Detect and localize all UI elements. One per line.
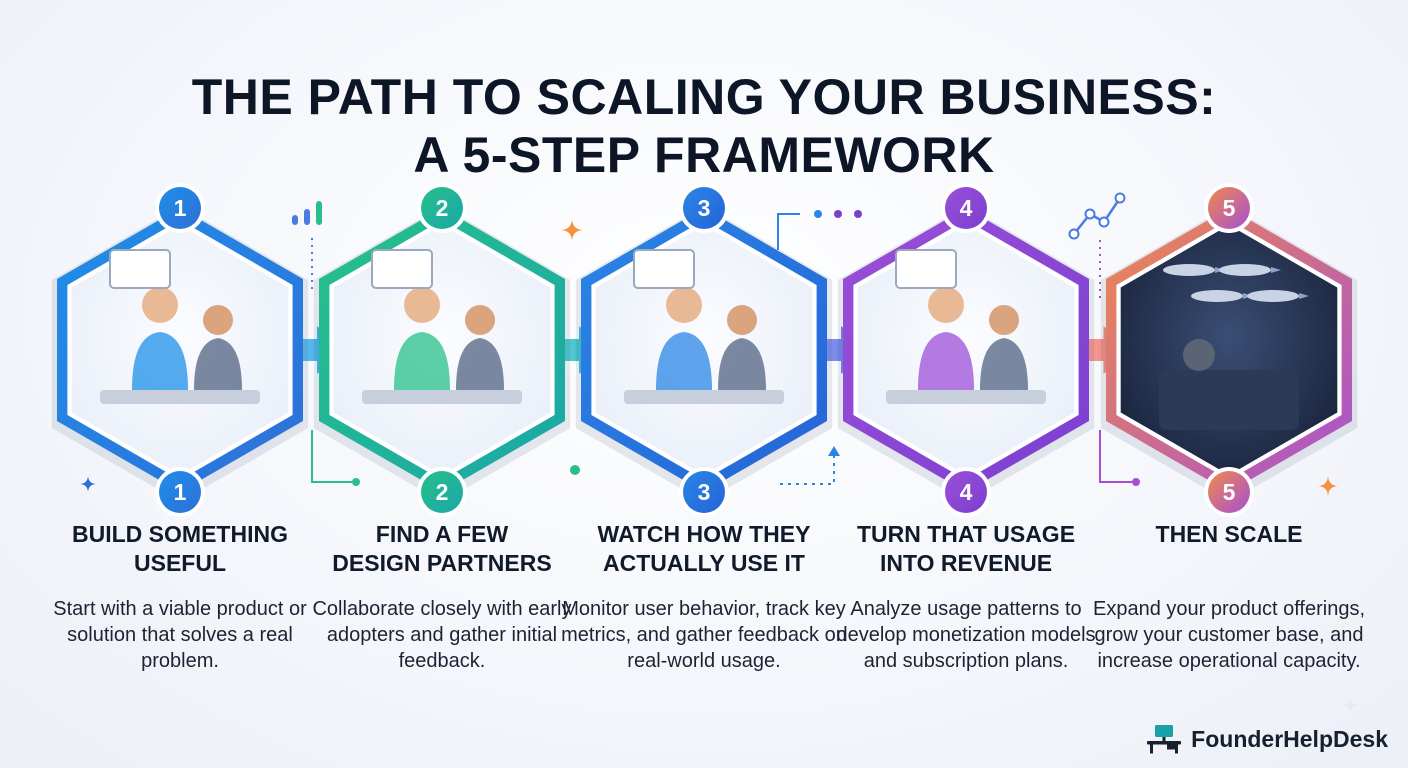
step-3-description: Monitor user behavior, track key metrics… bbox=[561, 598, 847, 672]
step-4-badge-top: 4 bbox=[941, 183, 991, 233]
step-4-title: TURN THAT USAGE INTO REVENUE bbox=[831, 520, 1101, 578]
step-1-badge-top: 1 bbox=[155, 183, 205, 233]
step-3-title-line-1: WATCH HOW THEY bbox=[597, 521, 811, 547]
step-1-badge-bottom: 1 bbox=[155, 467, 205, 517]
brand-logo: FounderHelpDesk bbox=[1145, 722, 1388, 756]
analytics-screen-icon bbox=[624, 249, 784, 404]
step-4-badge-bottom: 4 bbox=[941, 467, 991, 517]
step-2-title-line-2: DESIGN PARTNERS bbox=[332, 550, 552, 576]
step-3-badge-bottom: 3 bbox=[679, 467, 729, 517]
sparkle-icon bbox=[1317, 475, 1339, 497]
step-1-title-line-1: BUILD SOMETHING bbox=[72, 521, 288, 547]
step-1-hexagon: 11 bbox=[51, 183, 309, 517]
step-3-title-line-2: ACTUALLY USE IT bbox=[603, 550, 805, 576]
step-5-title: THEN SCALE bbox=[1094, 520, 1364, 549]
step-2-hexagon: 22 bbox=[313, 183, 571, 517]
gear-machine-icon bbox=[100, 249, 260, 404]
revenue-chart-icon bbox=[886, 249, 1046, 404]
sparkle-icon bbox=[1341, 696, 1359, 714]
step-2-title: FIND A FEW DESIGN PARTNERS bbox=[307, 520, 577, 578]
step-5-description: Expand your product offerings, grow your… bbox=[1092, 598, 1366, 672]
step-5-title-line-1: THEN SCALE bbox=[1155, 521, 1303, 547]
sparkle-icon bbox=[560, 218, 584, 242]
sparkle-icon bbox=[79, 475, 97, 493]
step-3-badge-number: 3 bbox=[698, 479, 711, 505]
title-line-1: THE PATH TO SCALING YOUR BUSINESS: bbox=[191, 68, 1217, 125]
team-meeting-icon bbox=[362, 249, 522, 404]
step-1-title-line-2: USEFUL bbox=[134, 550, 226, 576]
step-3-title: WATCH HOW THEY ACTUALLY USE IT bbox=[569, 520, 839, 578]
step-4-badge-number: 4 bbox=[960, 195, 973, 221]
step-5-badge-number: 5 bbox=[1223, 479, 1236, 505]
step-3-badge-top: 3 bbox=[679, 183, 729, 233]
rocket-fleet-icon bbox=[1159, 264, 1309, 430]
step-1-description: Start with a viable product or solution … bbox=[53, 598, 307, 672]
step-5-badge-number: 5 bbox=[1223, 195, 1236, 221]
step-5-badge-top: 5 bbox=[1204, 183, 1254, 233]
step-4-description: Analyze usage patterns to develop moneti… bbox=[836, 598, 1096, 672]
step-4-title-line-1: TURN THAT USAGE bbox=[856, 521, 1076, 547]
step-2-badge-number: 2 bbox=[436, 195, 449, 221]
step-2-description: Collaborate closely with early adopters … bbox=[312, 598, 572, 672]
step-4-badge-number: 4 bbox=[960, 479, 973, 505]
step-4-title-line-2: INTO REVENUE bbox=[879, 550, 1053, 576]
step-3-badge-number: 3 bbox=[698, 195, 711, 221]
page-title: THE PATH TO SCALING YOUR BUSINESS: A 5-S… bbox=[0, 68, 1408, 184]
decorations bbox=[79, 192, 1359, 714]
step-1-badge-number: 1 bbox=[174, 195, 187, 221]
desk-icon bbox=[1147, 725, 1182, 754]
step-2-badge-number: 2 bbox=[436, 479, 449, 505]
dots-icon bbox=[777, 210, 862, 250]
title-line-2: A 5-STEP FRAMEWORK bbox=[413, 126, 995, 183]
step-3-hexagon: 33 bbox=[575, 183, 833, 517]
step-1-badge-number: 1 bbox=[174, 479, 187, 505]
brand-name: FounderHelpDesk bbox=[1191, 725, 1388, 752]
step-2-badge-top: 2 bbox=[417, 183, 467, 233]
step-5-hexagon: 55 bbox=[1100, 183, 1358, 517]
step-4-hexagon: 44 bbox=[837, 183, 1095, 517]
bar-chart-icon bbox=[292, 201, 322, 225]
step-2-title-line-1: FIND A FEW bbox=[375, 521, 509, 547]
step-2-badge-bottom: 2 bbox=[417, 467, 467, 517]
network-icon bbox=[1068, 192, 1126, 240]
step-5-badge-bottom: 5 bbox=[1204, 467, 1254, 517]
step-1-title: BUILD SOMETHING USEFUL bbox=[45, 520, 315, 578]
